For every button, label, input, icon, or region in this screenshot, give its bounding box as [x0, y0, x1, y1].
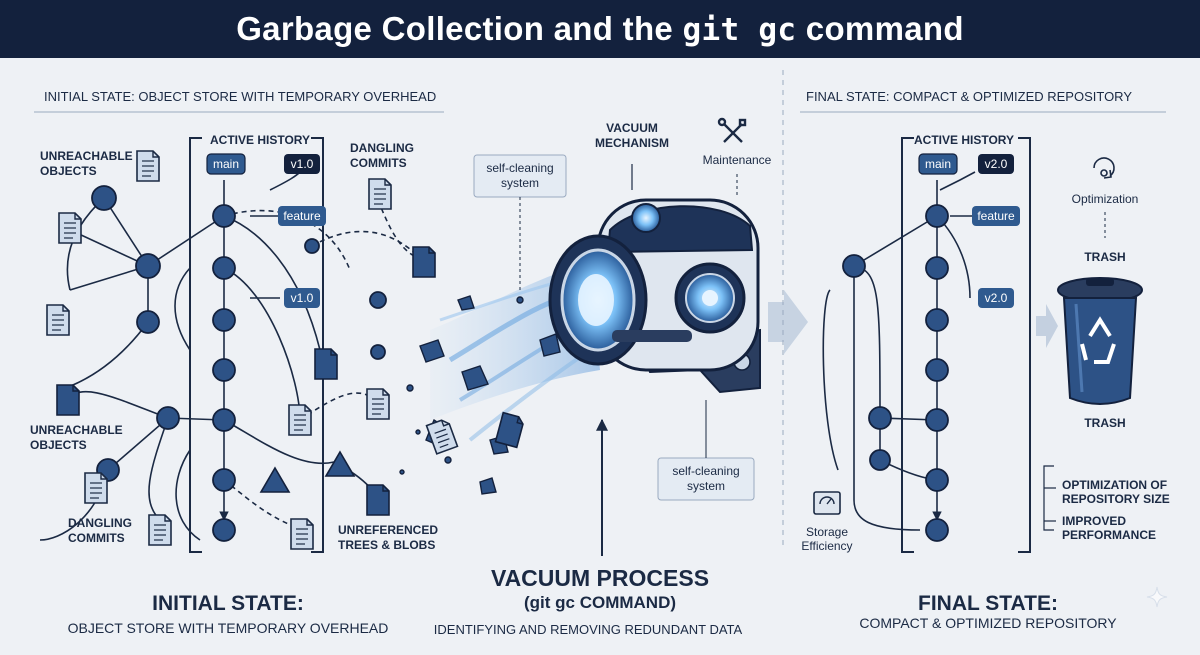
middle-caption-sub: IDENTIFYING AND REMOVING REDUNDANT DATA: [434, 622, 743, 637]
branch-main-pill-right: main: [918, 153, 958, 175]
document-icon: [84, 472, 108, 504]
document-icon: [290, 518, 314, 550]
page-title: Garbage Collection and the git gc comman…: [236, 10, 964, 48]
left-caption-title: INITIAL STATE:: [152, 592, 304, 615]
tag-v1-mid-pill: v1.0: [284, 288, 320, 308]
trash-label-top: TRASH: [1084, 250, 1125, 264]
tools-icon: [717, 117, 747, 143]
title-banner: [0, 0, 1200, 58]
active-history-bracket-left: [189, 137, 202, 553]
benefits-bracket: [1043, 465, 1054, 531]
tree-triangle-icon: [324, 450, 356, 477]
right-bracket-left: [901, 137, 914, 553]
right-edges: [822, 171, 976, 531]
document-icon: [368, 178, 392, 210]
document-icon: [136, 150, 160, 182]
branch-main-pill: main: [206, 153, 246, 175]
document-icon: [314, 348, 338, 380]
tag-v2-pill: v2.0: [978, 154, 1014, 174]
svg-text:main: main: [925, 157, 951, 171]
tag-v1-pill: v1.0: [284, 154, 320, 174]
storage-box-icon: [813, 491, 841, 515]
svg-text:v1.0: v1.0: [291, 157, 314, 171]
right-caption-title: FINAL STATE:: [918, 592, 1058, 615]
tag-v2-mid-pill: v2.0: [978, 288, 1014, 308]
document-icon: [148, 514, 172, 546]
middle-caption-title: VACUUM PROCESS: [491, 565, 709, 591]
svg-text:feature: feature: [977, 209, 1015, 223]
svg-text:feature: feature: [283, 209, 321, 223]
right-active-history-label: ACTIVE HISTORY: [914, 133, 1014, 147]
left-panel: INITIAL STATE: OBJECT STORE WITH TEMPORA…: [30, 89, 444, 636]
right-commit-nodes: [842, 204, 949, 542]
document-icon: [425, 417, 459, 455]
svg-text:v1.0: v1.0: [291, 291, 314, 305]
trash-can-icon: [1057, 277, 1143, 405]
maintenance-label: Maintenance: [703, 153, 772, 167]
tag-feature-pill-right: feature: [972, 206, 1020, 226]
trash-label-bottom: TRASH: [1084, 416, 1125, 430]
document-icon: [366, 484, 390, 516]
trash-arrow: [1036, 304, 1058, 348]
svg-text:main: main: [213, 157, 239, 171]
right-panel: FINAL STATE: COMPACT & OPTIMIZED REPOSIT…: [782, 70, 1170, 631]
document-icon: [56, 384, 80, 416]
tree-triangle-icon: [259, 466, 291, 493]
tag-feature-pill: feature: [278, 206, 326, 226]
optimization-label: Optimization: [1072, 192, 1139, 206]
sparkle-icon: [1146, 586, 1168, 608]
active-history-bracket-right: [311, 137, 324, 553]
process-arrow-right: [768, 290, 808, 354]
recycle-icon: [1080, 316, 1116, 364]
left-active-history-label: ACTIVE HISTORY: [210, 133, 310, 147]
document-icon: [412, 246, 436, 278]
vacuum-robot-icon: [548, 198, 761, 394]
left-header: INITIAL STATE: OBJECT STORE WITH TEMPORA…: [44, 89, 436, 104]
middle-caption-cmd: (git gc COMMAND): [524, 593, 676, 612]
left-caption-sub: OBJECT STORE WITH TEMPORARY OVERHEAD: [68, 620, 389, 636]
right-caption-sub: COMPACT & OPTIMIZED REPOSITORY: [859, 615, 1117, 631]
right-header: FINAL STATE: COMPACT & OPTIMIZED REPOSIT…: [806, 89, 1132, 104]
document-icon: [288, 404, 312, 436]
svg-text:v2.0: v2.0: [985, 157, 1008, 171]
document-icon: [58, 212, 82, 244]
svg-text:v2.0: v2.0: [985, 291, 1008, 305]
left-commit-nodes: [91, 185, 387, 542]
refresh-icon: [1093, 157, 1115, 179]
document-icon: [366, 388, 390, 420]
right-bracket-right: [1018, 137, 1031, 553]
document-icon: [46, 304, 70, 336]
